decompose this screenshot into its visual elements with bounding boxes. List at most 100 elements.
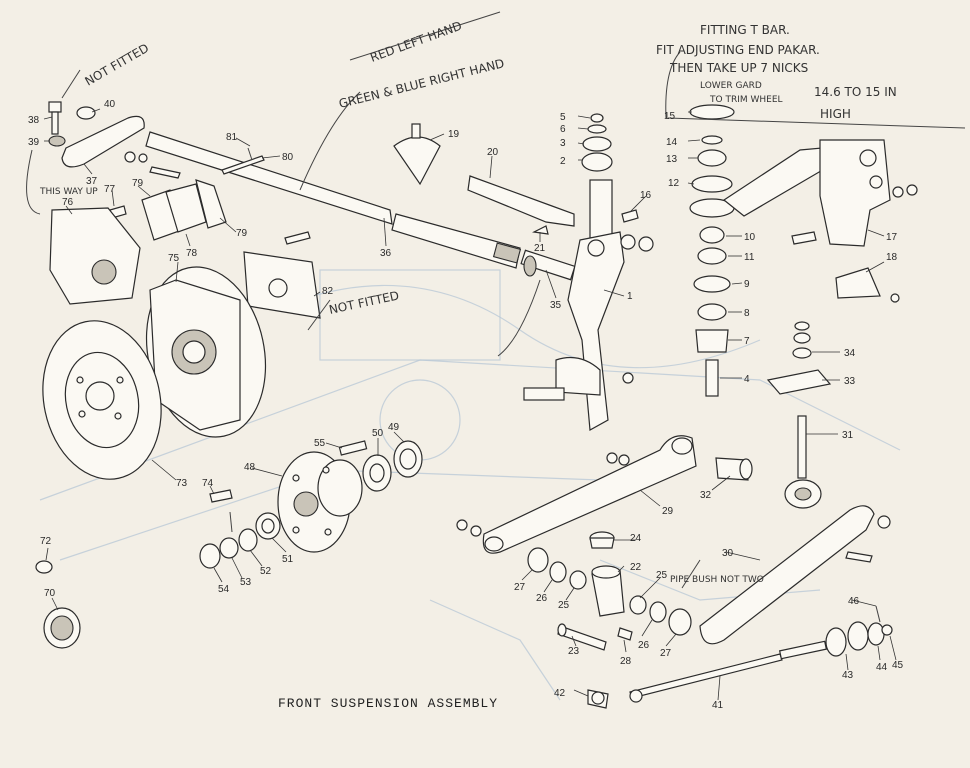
part-76-caliper-piston [91, 259, 117, 285]
part-55-stud [338, 440, 368, 456]
part-49-seal [393, 440, 423, 478]
handwritten-pen-marks [26, 11, 966, 589]
callout: 11 [744, 252, 755, 263]
part-50-bearing [362, 454, 392, 492]
note-green-blue-right-hand: GREEN & BLUE RIGHT HAND [337, 56, 505, 111]
part-75-dust-shield [145, 266, 267, 438]
part-bolt [845, 551, 873, 563]
callout: 4 [744, 374, 750, 385]
part-74-screw [209, 489, 233, 503]
part-45-nut [881, 624, 893, 636]
callout: 76 [62, 197, 74, 208]
part-42-ball-joint [587, 689, 609, 709]
callout: 73 [176, 478, 188, 489]
callout: 16 [640, 190, 652, 201]
part-split-pin [229, 511, 233, 533]
note-not-fitted-82: NOT FITTED [328, 288, 401, 317]
callout: 80 [282, 152, 294, 163]
callout: 50 [372, 428, 384, 439]
callout: 42 [554, 688, 566, 699]
callout: 72 [40, 536, 52, 547]
note-fit-adjusting-end: FIT ADJUSTING END PAKAR. [656, 43, 820, 57]
part-73-brake-disc [42, 320, 162, 480]
callout: 25 [656, 570, 668, 581]
callout: 20 [487, 147, 499, 158]
note-not-fitted-top: NOT FITTED [83, 41, 152, 89]
part-76-caliper [49, 207, 141, 305]
callout: 8 [744, 308, 750, 319]
callout: 45 [892, 660, 904, 671]
note-to-trim-wheel: TO TRIM WHEEL [709, 95, 783, 105]
part-48-hub [277, 451, 363, 553]
part-31-link [784, 415, 822, 509]
part-29-lower-arm [482, 435, 697, 554]
callout: 29 [662, 506, 674, 517]
callout: 21 [534, 243, 546, 254]
part-30-tie-rod [699, 505, 875, 645]
callout: 81 [226, 132, 238, 143]
callout: 70 [44, 588, 56, 599]
callout: 26 [536, 593, 548, 604]
part-bolt [791, 231, 817, 245]
part-33-plate [766, 369, 832, 395]
callout: 27 [514, 582, 526, 593]
part-24-bush [589, 531, 615, 549]
callout: 39 [28, 137, 40, 148]
part-82-hole [268, 278, 288, 298]
part-16-nipple [621, 209, 639, 223]
part-81-split-pin [247, 147, 253, 161]
callout: 43 [842, 670, 854, 681]
callout: 40 [104, 99, 116, 110]
callout: 5 [560, 112, 566, 123]
part-23-fulcrum-pin [557, 623, 607, 651]
callout: 7 [744, 336, 750, 347]
part-21-key [532, 225, 549, 235]
part-nut [606, 452, 618, 464]
part-43-rubber-bushes [825, 621, 869, 657]
part-1-stub-axle [523, 179, 625, 431]
callout: 2 [560, 156, 566, 167]
note-lower-gard: LOWER GARD [700, 81, 762, 91]
part-39-nut [48, 135, 66, 147]
callout: 37 [86, 176, 98, 187]
part-41-drag-link [629, 640, 828, 703]
part-34-nuts [792, 321, 812, 359]
part-bolt [284, 231, 311, 245]
callout: 33 [844, 376, 856, 387]
note-this-way-up: THIS WAY UP [39, 187, 98, 197]
part-54-cap [199, 543, 221, 569]
callout: 74 [202, 478, 214, 489]
part-72-cap [35, 560, 53, 574]
part-nut [456, 519, 468, 531]
part-nut [906, 184, 918, 196]
part-44-washer [867, 622, 885, 646]
part-78-79-brake-pads [141, 179, 227, 241]
part-28-nipple [617, 627, 633, 641]
diagram-title: FRONT SUSPENSION ASSEMBLY [278, 696, 498, 711]
part-26-washer [649, 601, 667, 623]
part-20-steering-lever [467, 175, 575, 227]
part-4-15-kingpin-stack [689, 104, 735, 397]
leader-lines [43, 108, 897, 701]
callout: 75 [168, 253, 180, 264]
part-2-3-6-5-stack [581, 113, 613, 172]
part-nut [622, 372, 634, 384]
callout: 48 [244, 462, 256, 473]
callout: 22 [630, 562, 642, 573]
callout: 79 [236, 228, 248, 239]
callout: 31 [842, 430, 854, 441]
callout: 51 [282, 554, 294, 565]
part-27-bush [668, 608, 692, 636]
note-high: HIGH [820, 107, 851, 121]
callout: 18 [886, 252, 898, 263]
part-25-bush [629, 595, 647, 615]
part-46-split-pin [875, 605, 881, 623]
part-18-bracket [835, 267, 881, 299]
part-nut [892, 186, 904, 198]
part-bolt [149, 166, 181, 179]
callout: 3 [560, 138, 566, 149]
callout: 77 [104, 184, 116, 195]
part-nut [877, 515, 891, 529]
part-32-bush [715, 457, 753, 481]
